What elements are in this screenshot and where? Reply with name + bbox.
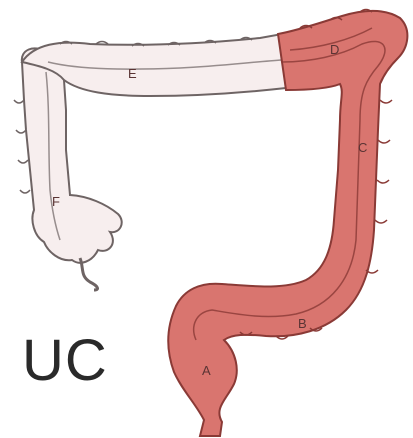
haustra-fold [377,180,389,183]
segment-label-f: F [52,194,60,209]
haustra-fold [378,140,390,143]
haustra-fold [375,220,387,223]
segment-label-a: A [202,363,211,378]
segment-label-d: D [330,42,339,57]
haustra-fold [18,160,28,163]
segment-label-b: B [298,316,307,331]
segment-label-c: C [358,140,367,155]
haustra-fold [16,130,26,133]
haustra-fold [380,100,392,103]
diagram-caption: UC [22,332,108,390]
segment-label-e: E [128,66,137,81]
appendix [80,258,97,290]
haustra-fold [14,100,24,103]
haustra-fold [20,190,30,193]
